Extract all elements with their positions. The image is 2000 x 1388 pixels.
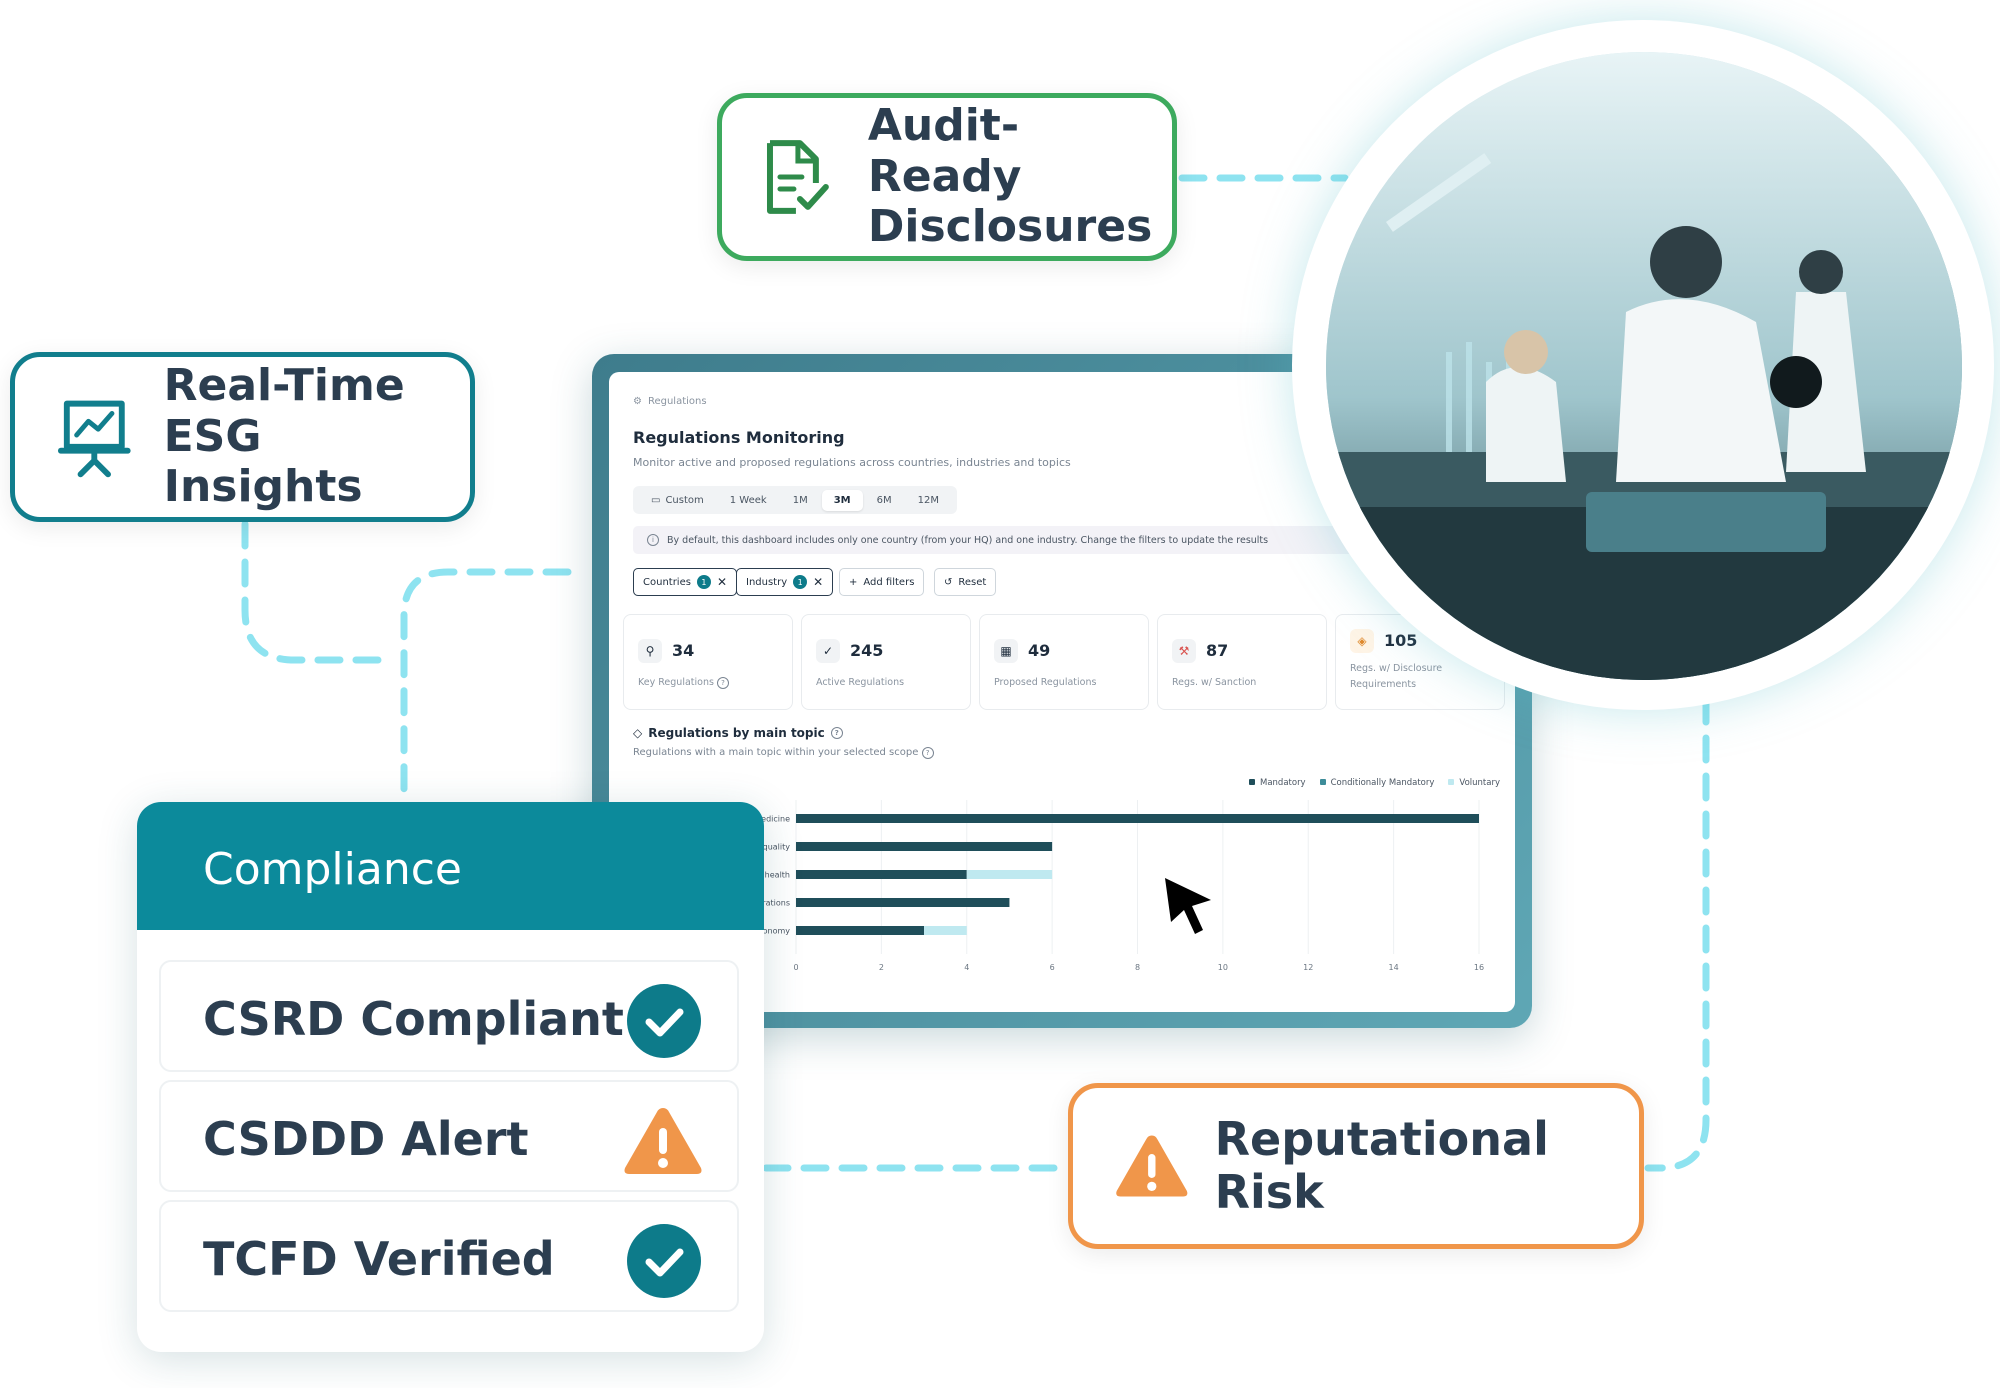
- compliance-item-tcfd[interactable]: TCFD Verified: [159, 1200, 739, 1312]
- reset-button[interactable]: ↺ Reset: [934, 568, 997, 596]
- x-tick-label: 16: [1474, 963, 1484, 972]
- bar-mandatory[interactable]: [796, 870, 967, 879]
- range-6m[interactable]: 6M: [876, 494, 892, 506]
- breadcrumb-label: Regulations: [647, 396, 707, 407]
- regulations-icon: ⚙: [633, 396, 642, 407]
- help-icon[interactable]: ?: [921, 747, 934, 759]
- x-tick-label: 8: [1135, 963, 1140, 972]
- reputational-risk-callout: Reputational Risk: [1068, 1083, 1644, 1249]
- calendar-icon: ▦: [994, 639, 1018, 663]
- bar-voluntary[interactable]: [966, 870, 1053, 879]
- industry-filter-chip[interactable]: Industry 1 ✕: [736, 568, 834, 596]
- bar-mandatory[interactable]: [796, 814, 1479, 823]
- range-custom[interactable]: ▭Custom: [651, 494, 704, 506]
- magnifier-icon: ⚲: [638, 639, 662, 663]
- warning-icon: [1116, 1135, 1188, 1197]
- legend-item-conditional: Conditionally Mandatory: [1319, 778, 1434, 788]
- y-category-label: & medicine: [745, 815, 790, 824]
- gavel-icon: ⚒: [1172, 639, 1196, 663]
- presentation-chart-icon: [57, 400, 131, 478]
- check-circle-icon: ✓: [816, 639, 840, 663]
- compliance-header: Compliance: [137, 802, 764, 930]
- industry-count-badge: 1: [793, 575, 808, 589]
- document-check-icon: [766, 140, 829, 214]
- chart-legend: Mandatory Conditionally Mandatory Volunt…: [1249, 778, 1500, 788]
- range-1m[interactable]: 1M: [792, 494, 808, 506]
- y-category-label: quality: [763, 843, 791, 852]
- bar-mandatory[interactable]: [796, 842, 1053, 851]
- y-category-label: health: [765, 871, 790, 880]
- tag-icon: ◈: [1350, 629, 1374, 653]
- compliance-item-csddd[interactable]: CSDDD Alert: [159, 1080, 739, 1192]
- lab-scientist-photo: [1326, 52, 1962, 680]
- insights-line-1: Real-Time: [163, 360, 405, 412]
- countries-count-badge: 1: [696, 575, 711, 589]
- bar-voluntary[interactable]: [924, 926, 967, 935]
- stat-card-active-regulations[interactable]: ✓ 245 Active Regulations: [801, 614, 971, 710]
- stat-card-key-regulations[interactable]: ⚲ 34 Key Regulations ?: [623, 614, 793, 710]
- page-title: Regulations Monitoring: [633, 428, 845, 447]
- compliance-title: Compliance: [203, 844, 462, 895]
- x-tick-label: 10: [1218, 963, 1228, 972]
- insights-line-2: ESG Insights: [163, 410, 363, 513]
- x-tick-label: 0: [793, 963, 798, 972]
- esg-insights-callout: Real-Time ESG Insights: [10, 352, 475, 522]
- tag-icon: ◇: [633, 726, 643, 740]
- audit-line-2: Disclosures: [867, 201, 1153, 253]
- y-category-label: rations: [762, 899, 790, 908]
- close-icon[interactable]: ✕: [716, 575, 728, 589]
- page-subtitle: Monitor active and proposed regulations …: [633, 456, 1071, 469]
- time-range-selector: ▭Custom 1 Week 1M 3M 6M 12M: [633, 486, 957, 514]
- range-12m[interactable]: 12M: [917, 494, 939, 506]
- range-1-week[interactable]: 1 Week: [729, 494, 767, 506]
- x-tick-label: 14: [1389, 963, 1399, 972]
- reset-icon: ↺: [944, 576, 953, 588]
- y-category-label: onomy: [763, 927, 791, 936]
- risk-label: Reputational Risk: [1214, 1112, 1549, 1219]
- audit-line-1: Audit-Ready: [867, 100, 1022, 202]
- bar-mandatory[interactable]: [796, 898, 1010, 907]
- notice-text: By default, this dashboard includes only…: [667, 534, 1269, 546]
- lab-photo-frame: [1292, 20, 1994, 710]
- check-circle-icon: [627, 984, 701, 1058]
- audit-ready-callout: Audit-Ready Disclosures: [717, 93, 1177, 261]
- cursor-arrow-icon: [1165, 878, 1211, 934]
- x-tick-label: 4: [964, 963, 969, 972]
- range-3m[interactable]: 3M: [821, 489, 863, 511]
- help-icon[interactable]: ?: [830, 727, 843, 739]
- calendar-icon: ▭: [651, 494, 661, 506]
- x-tick-label: 2: [879, 963, 884, 972]
- section-title: ◇ Regulations by main topic ?: [633, 726, 843, 740]
- warning-icon: [624, 1108, 702, 1174]
- stat-card-sanctions[interactable]: ⚒ 87 Regs. w/ Sanction: [1157, 614, 1327, 710]
- section-subtitle: Regulations with a main topic within you…: [633, 747, 934, 759]
- close-icon[interactable]: ✕: [813, 575, 824, 589]
- info-icon: i: [647, 534, 659, 546]
- breadcrumb[interactable]: ⚙ Regulations: [633, 396, 707, 407]
- bar-mandatory[interactable]: [796, 926, 925, 935]
- compliance-item-csrd[interactable]: CSRD Compliant: [159, 960, 739, 1072]
- legend-item-mandatory: Mandatory: [1249, 778, 1306, 788]
- x-tick-label: 12: [1303, 963, 1313, 972]
- x-tick-label: 6: [1050, 963, 1055, 972]
- regulations-bar-chart: 0 2 4 6 8 10 12 14 16 & medicine quality health rati…: [745, 800, 1484, 972]
- stat-card-proposed-regulations[interactable]: ▦ 49 Proposed Regulations: [979, 614, 1149, 710]
- add-filters-button[interactable]: + Add filters: [839, 568, 925, 596]
- lab-illustration: [1326, 52, 1962, 680]
- compliance-card: Compliance CSRD Compliant CSDDD Alert TC…: [137, 802, 764, 1352]
- help-icon: ?: [716, 677, 729, 689]
- legend-item-voluntary: Voluntary: [1448, 778, 1500, 788]
- countries-filter-chip[interactable]: Countries 1 ✕: [633, 568, 738, 596]
- check-circle-icon: [627, 1224, 701, 1298]
- plus-icon: +: [849, 576, 858, 588]
